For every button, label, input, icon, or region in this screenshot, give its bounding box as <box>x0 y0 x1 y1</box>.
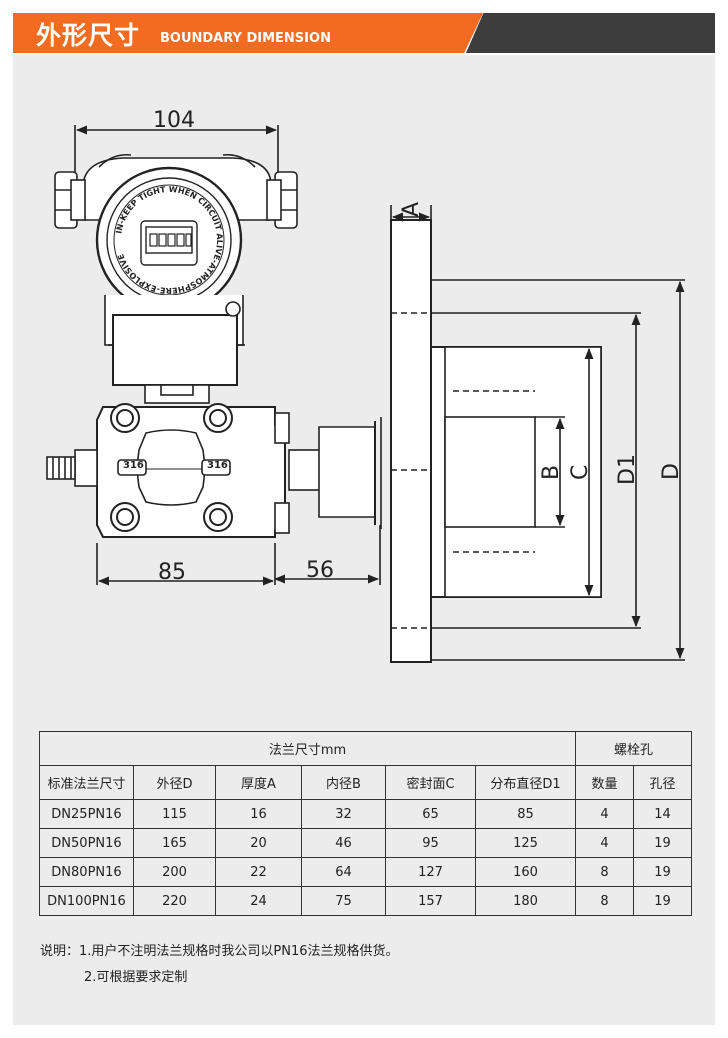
cell: DN50PN16 <box>39 828 134 858</box>
cell: 19 <box>633 857 693 887</box>
dim-104-label: 104 <box>153 108 195 133</box>
cell: 65 <box>385 799 476 829</box>
cell: DN80PN16 <box>39 857 134 887</box>
cell: 75 <box>301 886 386 916</box>
dim-56-label: 56 <box>306 558 334 583</box>
group-header-bolt: 螺栓孔 <box>575 731 693 766</box>
table-row: DN50PN16 165 20 46 95 125 4 19 <box>39 828 693 858</box>
col-header: 标准法兰尺寸 <box>39 765 134 800</box>
cell: 19 <box>633 886 693 916</box>
cell: 165 <box>133 828 216 858</box>
header-title-cn: 外形尺寸 <box>36 21 141 50</box>
header-bar <box>13 13 483 53</box>
table-row: DN100PN16 220 24 75 157 180 8 19 <box>39 886 693 916</box>
cell: 20 <box>215 828 302 858</box>
header-dark-block <box>466 13 715 53</box>
marking-316-right: 316 <box>207 460 228 471</box>
dim-B-label: B <box>539 465 564 480</box>
marking-316-left: 316 <box>123 460 144 471</box>
cell: 24 <box>215 886 302 916</box>
notes-label: 说明： <box>40 944 80 959</box>
cell: 95 <box>385 828 476 858</box>
cell: 8 <box>575 886 635 916</box>
col-header: 内径B <box>301 765 386 800</box>
dim-85-label: 85 <box>158 560 186 585</box>
cell: 160 <box>474 857 577 887</box>
cell: 46 <box>301 828 386 858</box>
cell: 4 <box>575 828 635 858</box>
cell: 16 <box>215 799 302 829</box>
cell: 180 <box>474 886 577 916</box>
cell: DN25PN16 <box>39 799 134 829</box>
cell: 4 <box>575 799 635 829</box>
dim-D1-label: D1 <box>615 454 640 485</box>
cell: 220 <box>133 886 216 916</box>
notes-line-1: 说明：1.用户不注明法兰规格时我公司以PN16法兰规格供货。 <box>40 940 399 959</box>
dim-D-label: D <box>659 463 684 480</box>
group-header-flange: 法兰尺寸mm <box>38 731 577 766</box>
cell: 85 <box>474 799 577 829</box>
dimension-drawing: 104 85 56 A B C D1 D 316 316 IN-KEEP TIG… <box>46 108 685 663</box>
cell: 127 <box>385 857 476 887</box>
note-text-1: 1.用户不注明法兰规格时我公司以PN16法兰规格供货。 <box>79 944 399 959</box>
cell: 19 <box>633 828 693 858</box>
dim-A-label: A <box>399 202 424 217</box>
col-header: 密封面C <box>385 765 476 800</box>
cell: 115 <box>133 799 216 829</box>
cell: DN100PN16 <box>39 886 134 916</box>
header-title-en: BOUNDARY DIMENSION <box>160 31 331 46</box>
cell: 22 <box>215 857 302 887</box>
cell: 125 <box>474 828 577 858</box>
table-row: DN80PN16 200 22 64 127 160 8 19 <box>39 857 693 887</box>
col-header: 分布直径D1 <box>474 765 577 800</box>
flange-spec-table: 法兰尺寸mm 螺栓孔 标准法兰尺寸 外径D 厚度A 内径B 密封面C 分布直径D… <box>38 731 693 916</box>
table-header-row: 标准法兰尺寸 外径D 厚度A 内径B 密封面C 分布直径D1 数量 孔径 <box>39 765 693 800</box>
col-header: 数量 <box>575 765 635 800</box>
cell: 32 <box>301 799 386 829</box>
cell: 200 <box>133 857 216 887</box>
cell: 64 <box>301 857 386 887</box>
col-header: 厚度A <box>215 765 302 800</box>
cell: 157 <box>385 886 476 916</box>
cell: 14 <box>633 799 693 829</box>
col-header: 外径D <box>133 765 216 800</box>
table-row: DN25PN16 115 16 32 65 85 4 14 <box>39 799 693 829</box>
col-header: 孔径 <box>633 765 693 800</box>
cell: 8 <box>575 857 635 887</box>
note-text-2: 2.可根据要求定制 <box>84 970 188 985</box>
dim-C-label: C <box>568 465 593 480</box>
